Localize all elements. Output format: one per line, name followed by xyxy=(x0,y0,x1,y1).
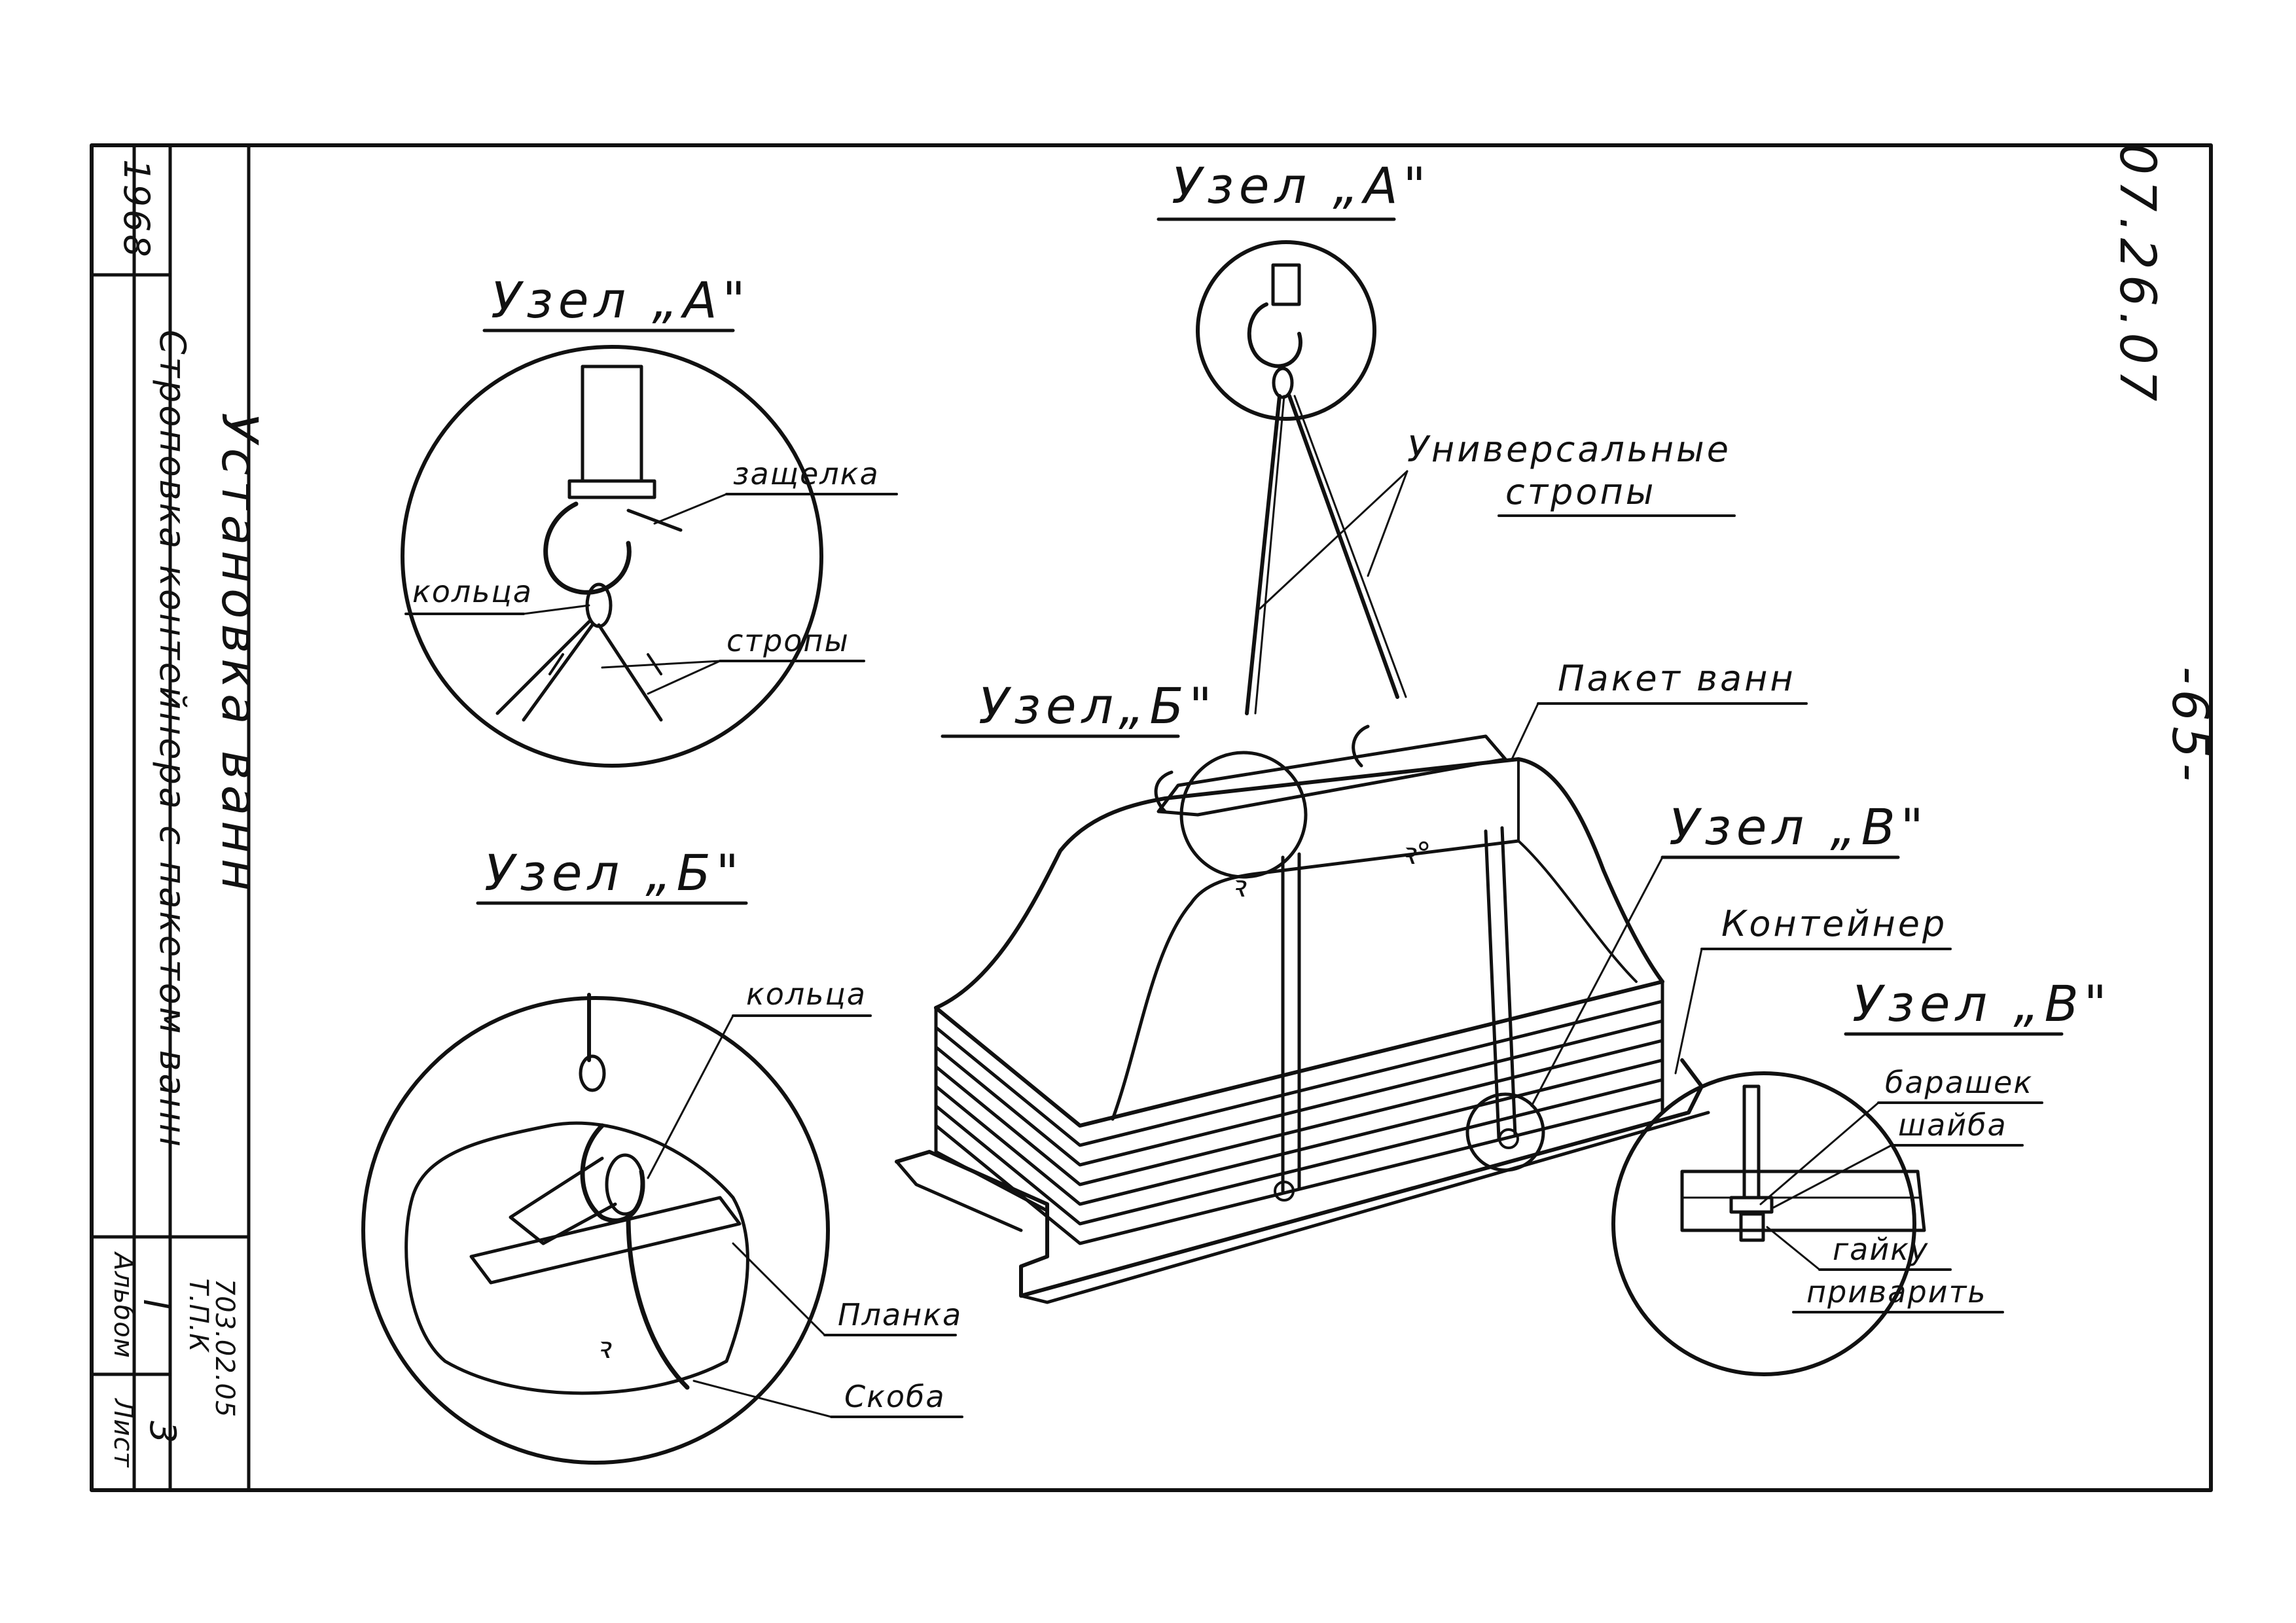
detail-b-main-title: Узел„Б" xyxy=(978,677,1217,735)
stamp-album-value: I xyxy=(135,1299,177,1312)
label-universal-2: стропы xyxy=(1505,471,1656,512)
label-washer: шайба xyxy=(1898,1107,2007,1143)
detail-v-right: Узел „В" xyxy=(1611,974,2112,1376)
stamp-subtitle: Строповка контейнера с пакетом ванн xyxy=(152,330,193,1149)
label-bath-pack: Пакет ванн xyxy=(1558,658,1796,699)
main-assembly: ꝛ° ꝛ xyxy=(895,724,1710,1304)
detail-a-top-title: Узел „А" xyxy=(1172,156,1431,215)
stamp-sheet-label: Лист xyxy=(108,1397,138,1468)
detail-v-main-title: Узел „В" xyxy=(1669,798,1929,856)
detail-v-right-title: Узел „В" xyxy=(1852,974,2112,1033)
label-latch: защелка xyxy=(733,456,880,491)
label-weld-2: приварить xyxy=(1806,1274,1986,1310)
detail-v-callout xyxy=(1465,1092,1545,1172)
detail-b-left: Узел „Б" ꝛ xyxy=(361,844,830,1465)
label-universal-1: Универсальные xyxy=(1407,429,1731,470)
stamp-album-label: Альбом xyxy=(108,1251,138,1359)
svg-text:ꝛ: ꝛ xyxy=(596,1330,612,1365)
page-number: -65- xyxy=(2161,666,2219,787)
label-rings-b: кольца xyxy=(746,976,867,1012)
doc-code: 07.26.07 xyxy=(2109,143,2167,406)
label-container: Контейнер xyxy=(1721,903,1947,944)
label-slings-a: стропы xyxy=(726,623,850,658)
label-plank: Планка xyxy=(838,1297,962,1332)
detail-b-callout xyxy=(1179,751,1308,879)
detail-a-top: Узел „А" xyxy=(1157,156,1431,421)
stamp-sheet-value: 3 xyxy=(142,1421,183,1446)
label-weld-1: гайку xyxy=(1833,1232,1929,1267)
universal-slings xyxy=(1245,394,1407,715)
svg-text:ꝛ: ꝛ xyxy=(1230,868,1247,904)
detail-a-left-title: Узел „А" xyxy=(491,271,751,329)
svg-text:ꝛ°: ꝛ° xyxy=(1401,836,1433,871)
stamp-year: 1968 xyxy=(116,159,157,259)
stamp-title: Установка ванн xyxy=(211,412,269,896)
detail-a-left: Узел „А" xyxy=(401,271,823,768)
detail-b-left-title: Узел „Б" xyxy=(484,844,744,902)
label-wingnut: барашек xyxy=(1885,1065,2033,1100)
label-bracket: Скоба xyxy=(844,1379,946,1414)
sheet-frame xyxy=(90,143,2213,1492)
title-stamp: 1968 Строповка контейнера с пакетом ванн… xyxy=(90,143,269,1492)
stamp-series-label: Т.П.К xyxy=(183,1278,213,1353)
label-rings-a: кольца xyxy=(412,574,533,609)
stamp-series-code: 703.02.05 xyxy=(209,1279,240,1418)
